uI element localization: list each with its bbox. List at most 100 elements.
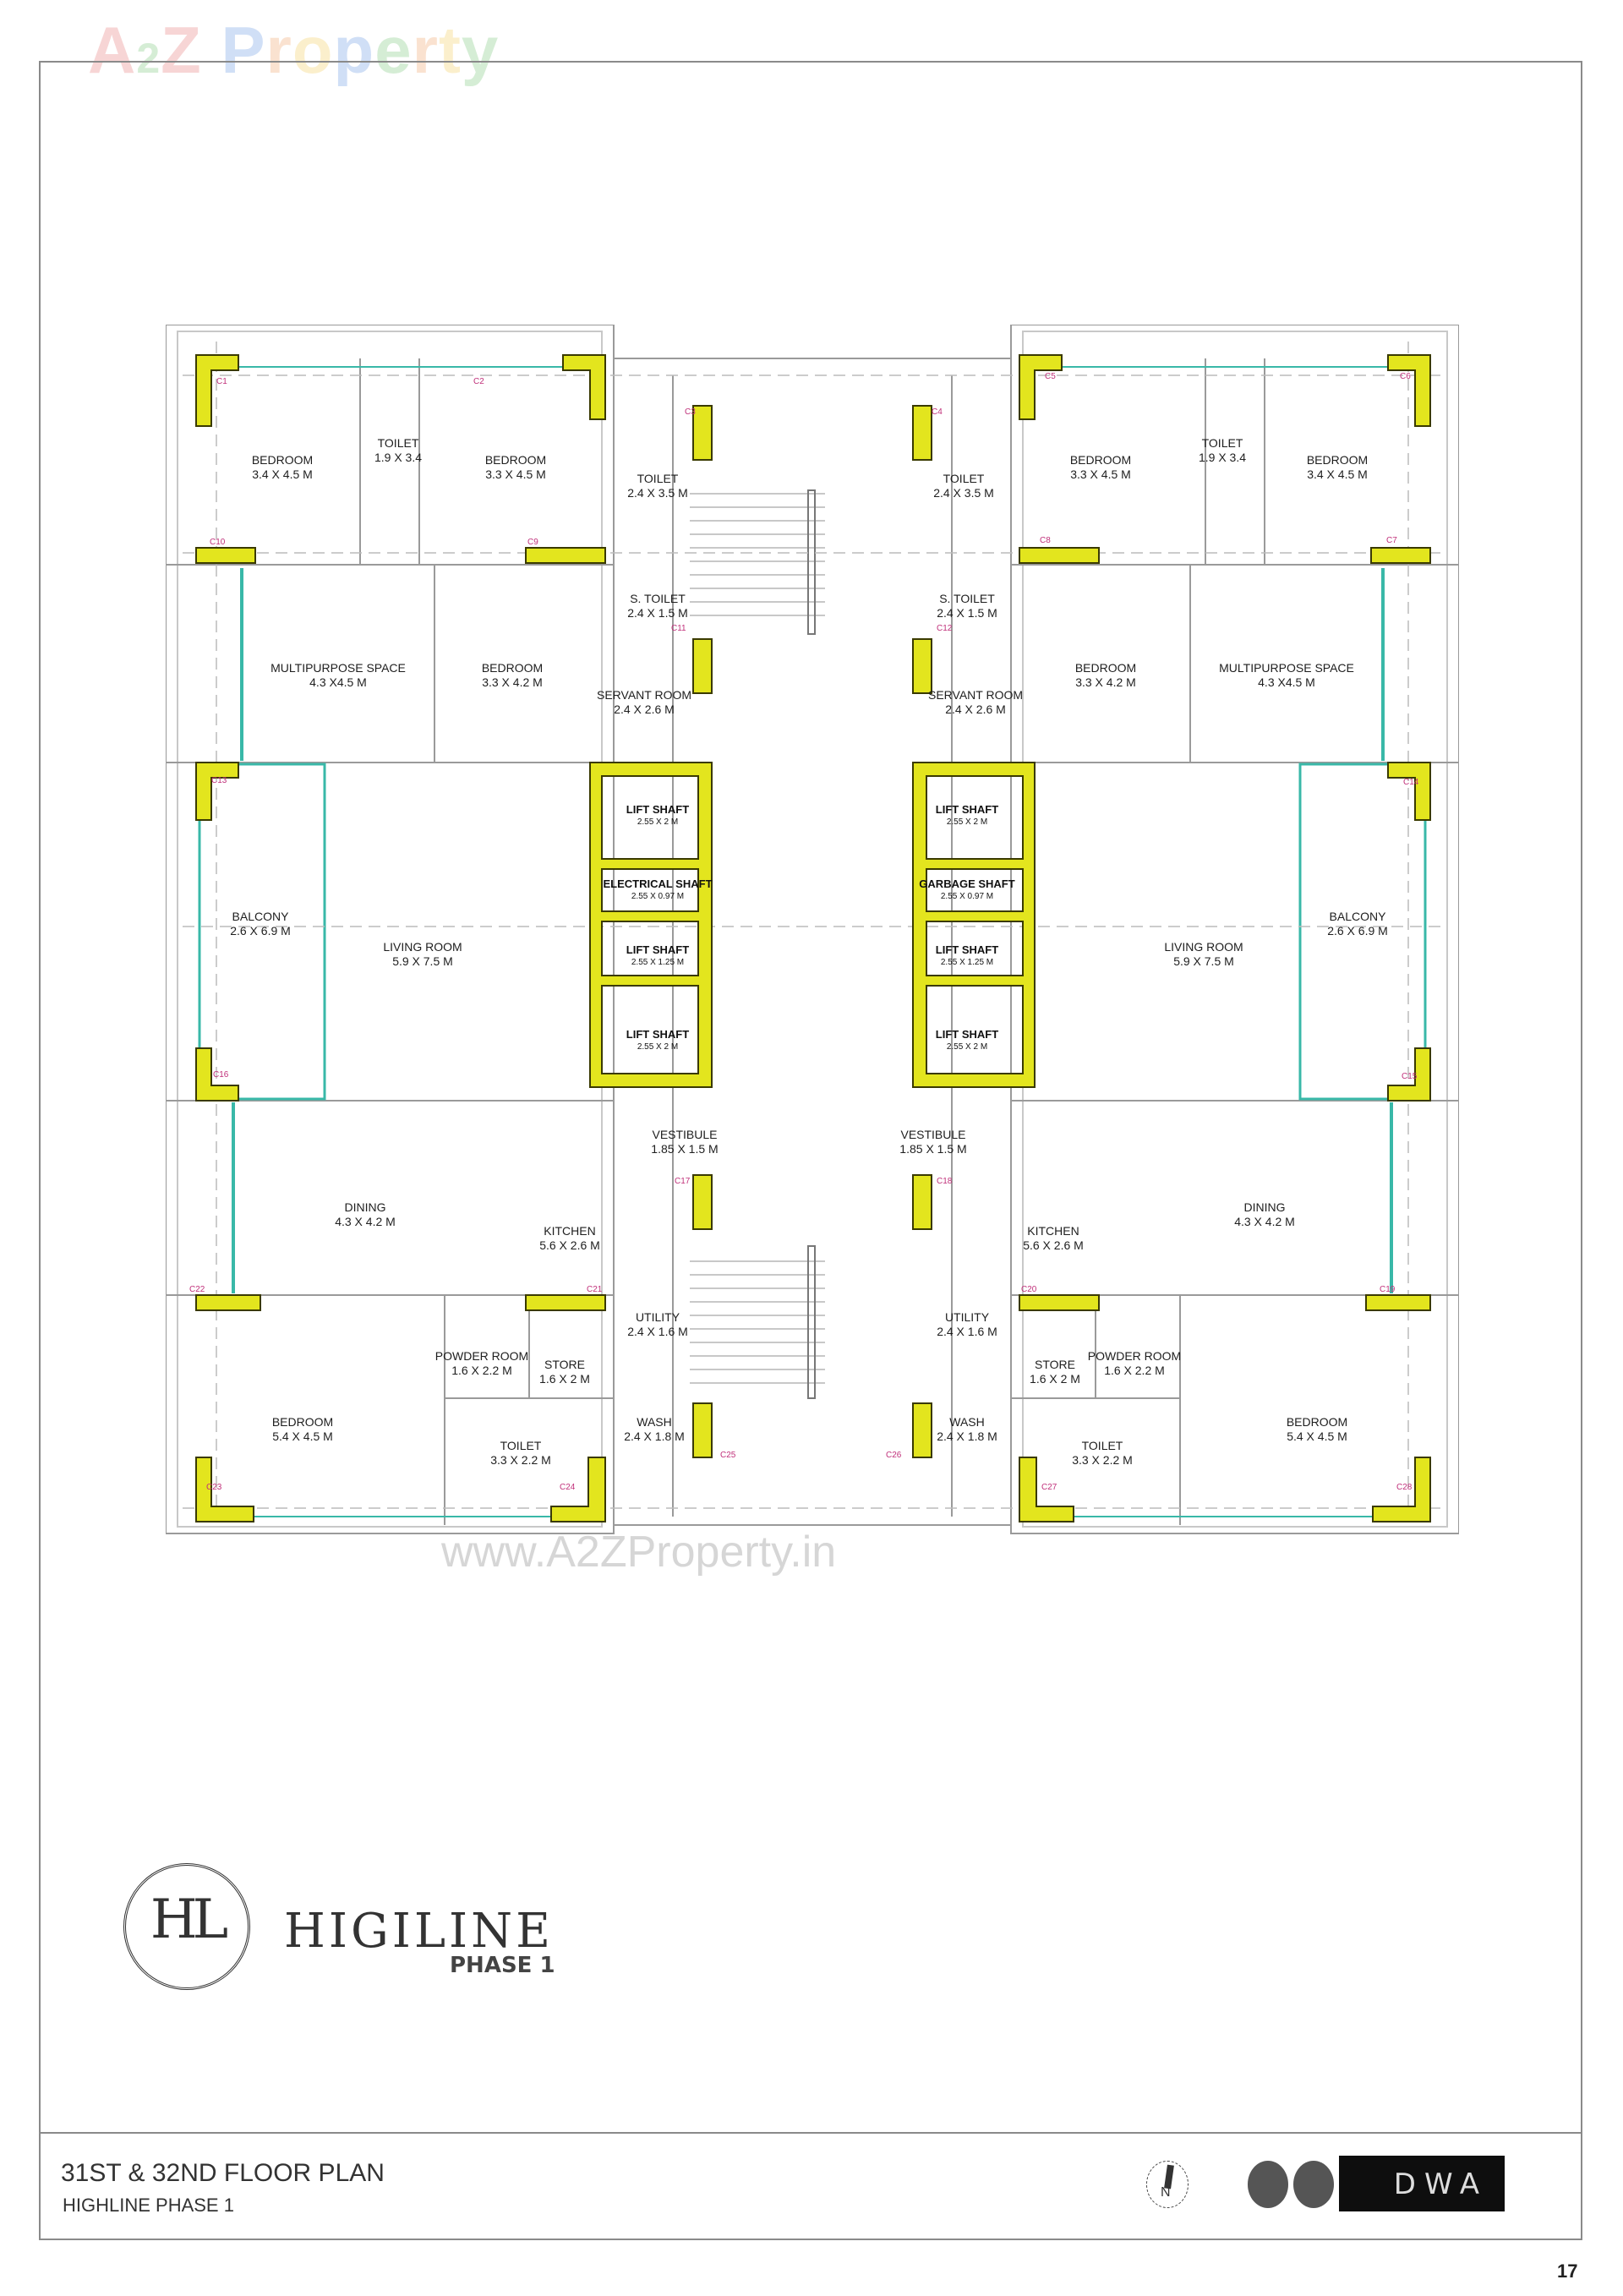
watermark-letter: y xyxy=(461,13,500,87)
watermark-letter: Z xyxy=(161,13,202,87)
room-dimensions: 5.9 X 7.5 M xyxy=(1173,954,1234,968)
room-name: POWDER ROOM xyxy=(434,1349,529,1363)
room-dimensions: 3.3 X 2.2 M xyxy=(490,1453,551,1467)
a2z-watermark-logo: A2Z Property xyxy=(88,12,499,89)
column-tag: C7 xyxy=(1386,536,1397,545)
room-dimensions: 2.4 X 1.6 M xyxy=(937,1325,997,1338)
room-name: BALCONY xyxy=(1329,910,1386,923)
room-dimensions: 4.3 X 4.2 M xyxy=(1234,1215,1295,1228)
column-tag: C25 xyxy=(720,1451,736,1460)
room-name: UTILITY xyxy=(635,1310,680,1324)
column-tag: C14 xyxy=(1403,778,1419,787)
north-arrow-icon: N xyxy=(1146,2161,1189,2208)
column-tag: C22 xyxy=(189,1285,205,1294)
room-dimensions: 2.4 X 2.6 M xyxy=(945,702,1006,716)
room-name: POWDER ROOM xyxy=(1087,1349,1182,1363)
room-name: TOILET xyxy=(637,472,679,485)
room-dimensions: 5.6 X 2.6 M xyxy=(539,1238,600,1252)
room-name: TOILET xyxy=(500,1439,542,1452)
room-dimensions: 1.6 X 2.2 M xyxy=(1104,1364,1165,1377)
room-name: BEDROOM xyxy=(481,661,544,675)
room-dimensions: 2.6 X 6.9 M xyxy=(1327,924,1388,938)
column-tag: C13 xyxy=(211,776,227,785)
room-name: LIVING ROOM xyxy=(383,940,462,954)
watermark-letter: o xyxy=(292,13,334,87)
room-name: S. TOILET xyxy=(939,592,995,605)
logo-dot-icon xyxy=(1293,2161,1334,2208)
room-name: TOILET xyxy=(1201,436,1243,450)
column-tag: C27 xyxy=(1041,1483,1057,1492)
column-tag: C5 xyxy=(1045,372,1056,381)
room-dimensions: 5.6 X 2.6 M xyxy=(1023,1238,1084,1252)
room-name: BEDROOM xyxy=(1306,453,1369,467)
watermark-letter: P xyxy=(221,13,266,87)
column-tag: C24 xyxy=(560,1483,576,1492)
column-tag: C4 xyxy=(932,407,943,417)
shaft-dimensions: 2.55 X 2 M xyxy=(946,817,988,827)
shaft-dimensions: 2.55 X 1.25 M xyxy=(631,958,685,967)
column-tag: C21 xyxy=(587,1285,603,1294)
logo-circle-emblem xyxy=(123,1863,250,1990)
column-tag: C3 xyxy=(685,407,696,417)
room-dimensions: 1.9 X 3.4 xyxy=(1198,451,1247,464)
room-name: TOILET xyxy=(377,436,419,450)
column-tag: C18 xyxy=(937,1177,953,1186)
column-tag: C19 xyxy=(1380,1285,1396,1294)
room-name: TOILET xyxy=(1081,1439,1123,1452)
room-name: BEDROOM xyxy=(1074,661,1137,675)
room-dimensions: 1.6 X 2 M xyxy=(1030,1372,1080,1386)
room-name: STORE xyxy=(544,1358,585,1371)
column-tag: C15 xyxy=(1402,1072,1418,1081)
room-dimensions: 2.4 X 1.5 M xyxy=(937,606,997,620)
room-dimensions: 1.85 X 1.5 M xyxy=(899,1142,967,1156)
shaft-name: LIFT SHAFT xyxy=(935,943,999,956)
column-tag: C26 xyxy=(886,1451,902,1460)
room-dimensions: 1.85 X 1.5 M xyxy=(651,1142,719,1156)
room-name: STORE xyxy=(1035,1358,1075,1371)
shaft-name: LIFT SHAFT xyxy=(935,1028,999,1041)
column-tag: C17 xyxy=(675,1177,691,1186)
room-name: KITCHEN xyxy=(544,1224,596,1238)
room-name: DINING xyxy=(1243,1200,1286,1214)
room-dimensions: 2.6 X 6.9 M xyxy=(230,924,291,938)
logo-dot-icon xyxy=(1248,2161,1288,2208)
column-tag: C1 xyxy=(216,377,227,386)
logo-monogram: HL xyxy=(150,1889,228,1951)
room-dimensions: 5.4 X 4.5 M xyxy=(1287,1430,1347,1443)
logo-phase: PHASE 1 xyxy=(450,1953,555,1978)
room-dimensions: 1.9 X 3.4 xyxy=(374,451,423,464)
column-tag: C9 xyxy=(527,538,538,547)
column-tag: C28 xyxy=(1396,1483,1413,1492)
shaft-dimensions: 2.55 X 0.97 M xyxy=(940,892,994,901)
room-dimensions: 1.6 X 2 M xyxy=(539,1372,590,1386)
room-dimensions: 4.3 X4.5 M xyxy=(309,675,367,689)
room-name: S. TOILET xyxy=(630,592,686,605)
room-dimensions: 2.4 X 2.6 M xyxy=(614,702,675,716)
page-number: 17 xyxy=(1557,2260,1578,2282)
watermark-letter: 2 xyxy=(136,35,161,82)
shaft-dimensions: 2.55 X 2 M xyxy=(637,817,679,827)
